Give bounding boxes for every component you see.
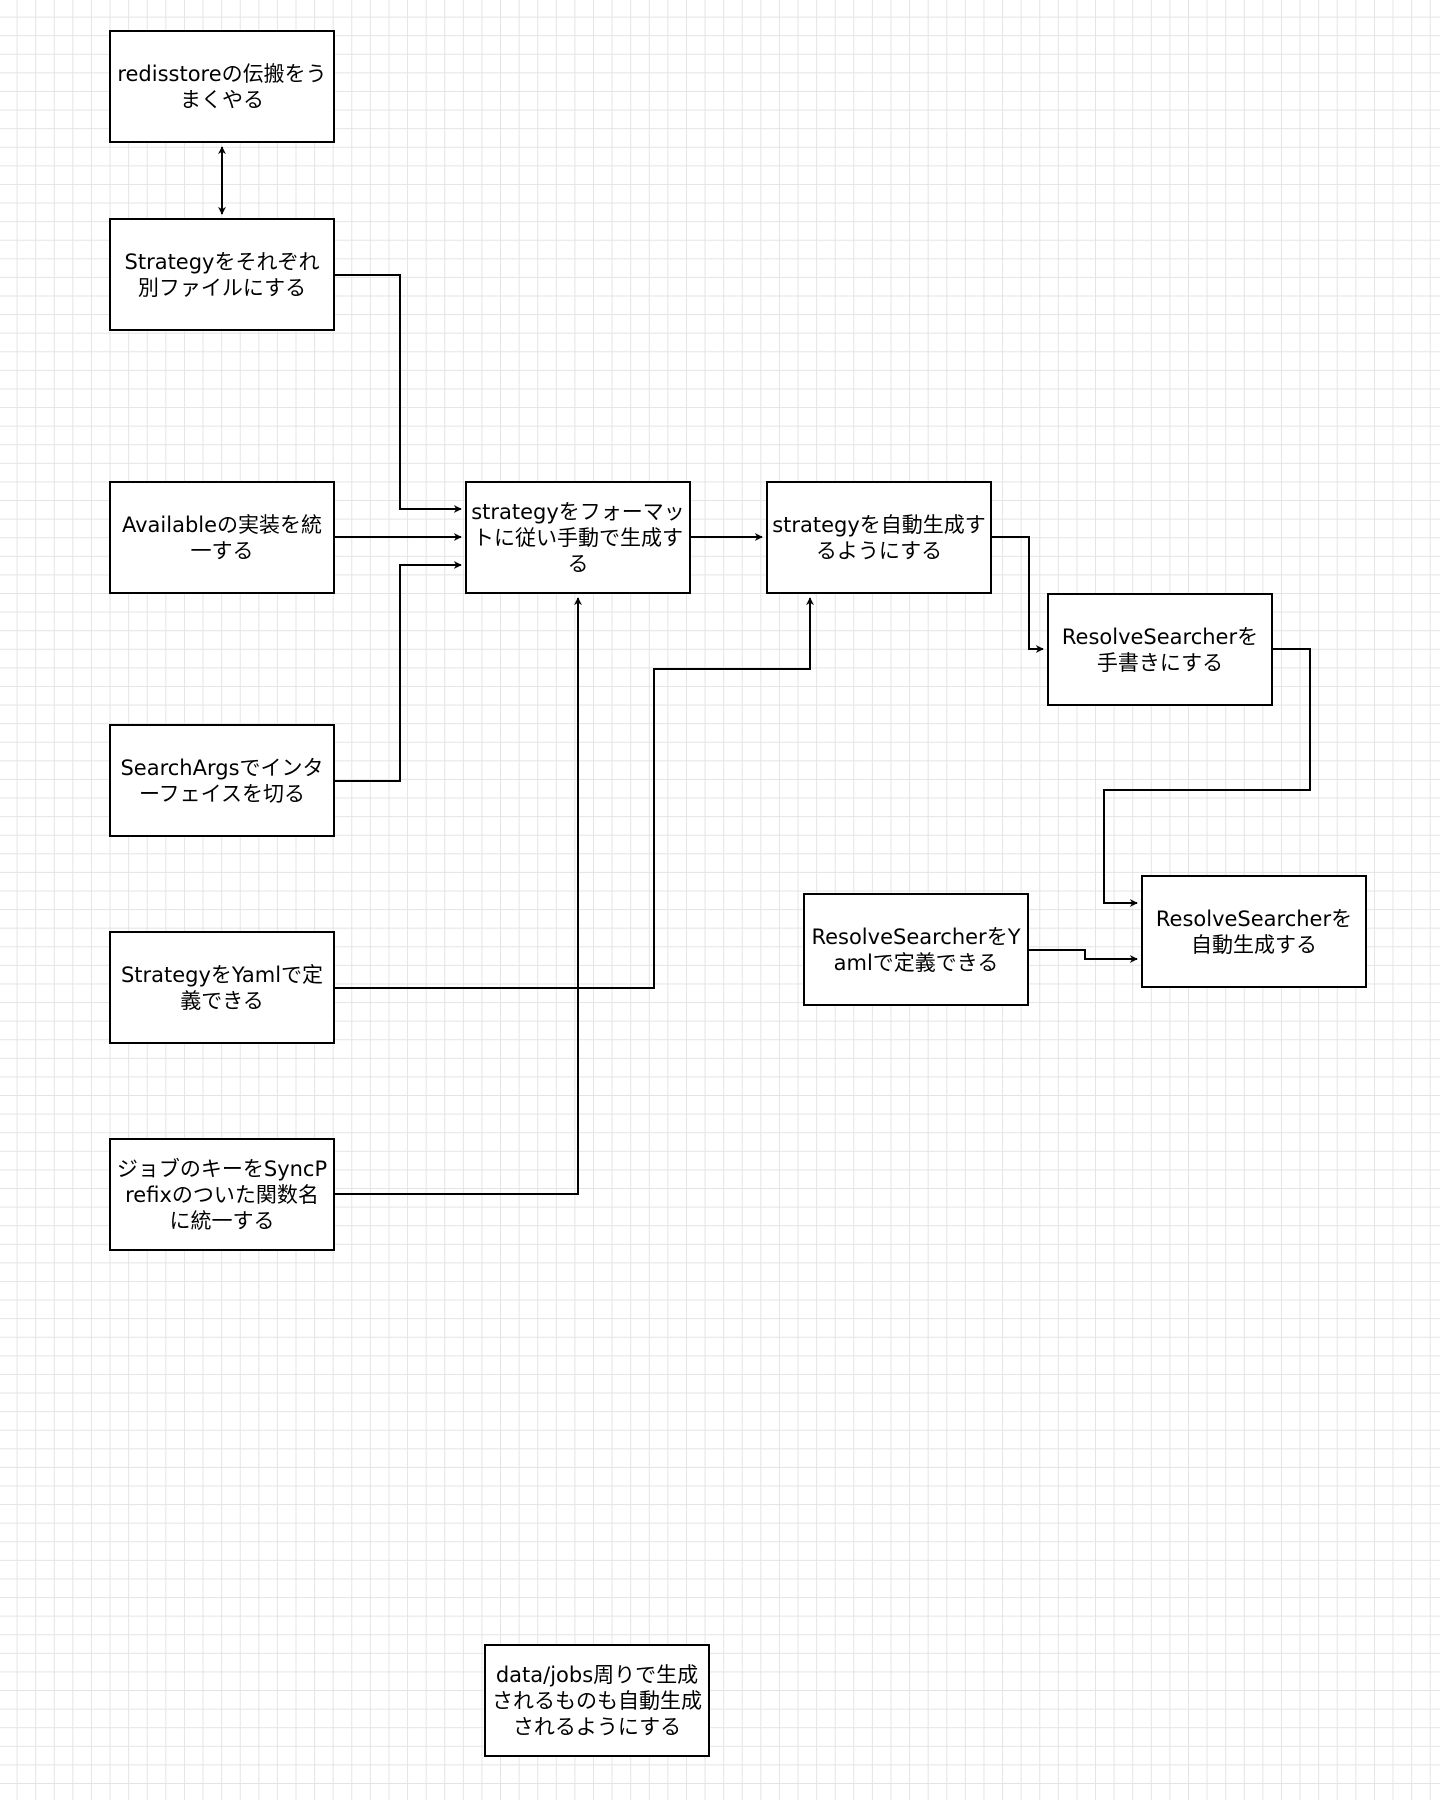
- node-resolvesearcher-auto-generation[interactable]: ResolveSearcherを自動生成する: [1141, 875, 1367, 988]
- connector-n6-to-n7[interactable]: [335, 597, 582, 1195]
- node-resolvesearcher-handwritten[interactable]: ResolveSearcherを手書きにする: [1047, 593, 1273, 706]
- node-strategy-manual-generation[interactable]: strategyをフォーマットに従い手動で生成する: [465, 481, 691, 594]
- node-label: ジョブのキーをSyncPrefixのついた関数名に統一する: [116, 1156, 328, 1233]
- connector-n4-to-n7[interactable]: [335, 561, 462, 782]
- node-label: ResolveSearcherを手書きにする: [1061, 624, 1259, 675]
- node-redisstore-propagation[interactable]: redisstoreの伝搬をうまくやる: [109, 30, 335, 143]
- node-job-key-sync-prefix[interactable]: ジョブのキーをSyncPrefixのついた関数名に統一する: [109, 1138, 335, 1251]
- node-label: ResolveSearcherを自動生成する: [1155, 906, 1353, 957]
- node-resolvesearcher-yaml[interactable]: ResolveSearcherをYamlで定義できる: [803, 893, 1029, 1006]
- node-data-jobs-auto-generation[interactable]: data/jobs周りで生成されるものも自動生成されるようにする: [484, 1644, 710, 1757]
- connector-n8-to-n9[interactable]: [992, 536, 1044, 653]
- node-label: redisstoreの伝搬をうまくやる: [117, 61, 327, 112]
- connector-n5-to-n8[interactable]: [335, 597, 814, 989]
- connector-n9-to-n11[interactable]: [1103, 648, 1311, 907]
- node-label: ResolveSearcherをYamlで定義できる: [811, 924, 1021, 975]
- node-unify-available[interactable]: Availableの実装を統一する: [109, 481, 335, 594]
- node-label: data/jobs周りで生成されるものも自動生成されるようにする: [492, 1662, 702, 1739]
- node-label: StrategyをYamlで定義できる: [120, 962, 324, 1013]
- node-label: Strategyをそれぞれ別ファイルにする: [124, 249, 320, 300]
- node-label: strategyをフォーマットに従い手動で生成する: [471, 499, 685, 576]
- node-label: strategyを自動生成するようにする: [772, 512, 986, 563]
- connector-n10-to-n11[interactable]: [1029, 949, 1138, 963]
- node-strategy-yaml[interactable]: StrategyをYamlで定義できる: [109, 931, 335, 1044]
- node-searchargs-interface[interactable]: SearchArgsでインターフェイスを切る: [109, 724, 335, 837]
- connector-n2-to-n7[interactable]: [335, 274, 462, 513]
- node-strategy-separate-files[interactable]: Strategyをそれぞれ別ファイルにする: [109, 218, 335, 331]
- node-label: Availableの実装を統一する: [121, 512, 323, 563]
- node-strategy-auto-generation[interactable]: strategyを自動生成するようにする: [766, 481, 992, 594]
- node-label: SearchArgsでインターフェイスを切る: [120, 755, 324, 806]
